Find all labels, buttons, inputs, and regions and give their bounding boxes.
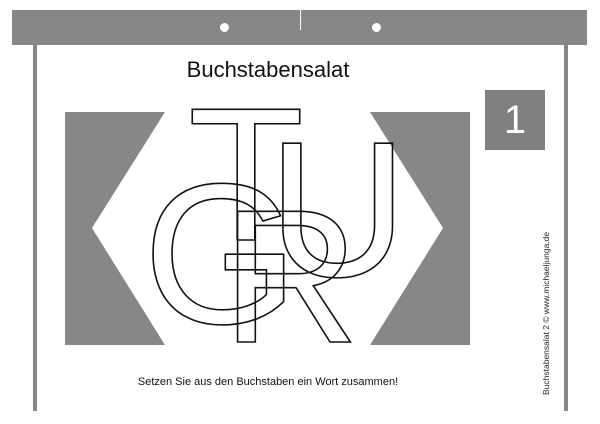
left-border	[33, 45, 37, 411]
credit-text: Buchstabensalat 2 © www.michaeljunga.de	[541, 231, 551, 395]
letter-r: R	[222, 171, 359, 383]
letter-g: G	[143, 143, 299, 366]
letter-u: U	[268, 101, 407, 317]
punch-hole-left	[220, 23, 229, 32]
letter-t: T	[188, 69, 304, 281]
left-chevron-shape	[65, 112, 165, 345]
right-chevron-shape	[370, 112, 470, 345]
page-title: Buchstabensalat	[186, 57, 350, 82]
card-number: 1	[485, 90, 545, 150]
punch-hole-right	[372, 23, 381, 32]
bar-divider	[300, 10, 301, 30]
binder-bar	[12, 10, 587, 45]
instruction-text: Setzen Sie aus den Buchstaben ein Wort z…	[137, 376, 399, 388]
right-border	[564, 45, 568, 411]
